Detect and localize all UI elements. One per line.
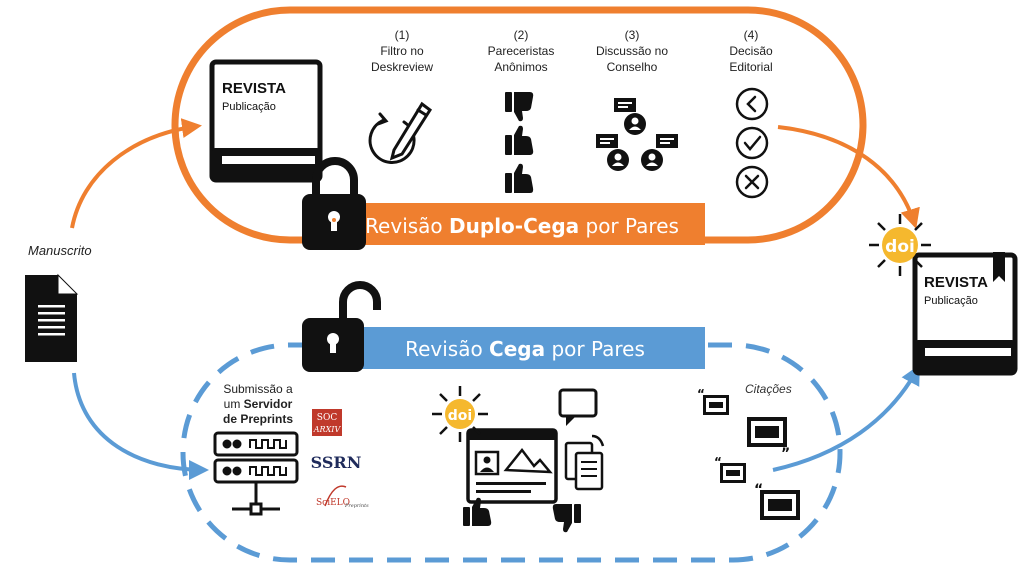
svg-text:doi: doi [885,237,915,257]
lock-open-icon [302,281,381,372]
step-1-line2: Deskreview [371,60,433,74]
thumbs-up-icon [463,497,492,526]
thumbs-down-icon [505,92,534,122]
chevron-left-icon [735,87,769,121]
double-blind-banner-text: Revisão Duplo-Cega por Pares [365,214,679,238]
step-1-line1: Filtro no [380,44,424,58]
citation-quote-icon: “ [714,455,746,483]
published-title: REVISTA [924,274,988,291]
svg-text:Preprints: Preprints [344,503,369,509]
journal-subtitle: Publicação [222,101,276,113]
doi-badge-small: doi [432,386,488,442]
published-subtitle: Publicação [924,295,978,307]
svg-text:ARXIV: ARXIV [313,425,342,434]
step-4-line1: Decisão [729,44,773,58]
citation-quote-icon: “ [697,387,729,415]
ssrn-logo: SSRN [311,453,362,472]
journal-title: REVISTA [222,80,286,97]
svg-text:“: “ [754,482,763,498]
journal-book-icon [209,59,323,183]
speech-bubble-icon [558,388,598,426]
scielo-preprints-logo: SciELO Preprints [316,485,369,509]
close-icon [735,165,769,199]
socarxiv-logo: SOC ARXIV [312,409,342,436]
arrow-manuscript-to-journal [70,118,202,229]
server-icon [213,431,299,516]
web-document-icon [466,428,558,504]
svg-text:”: ” [781,446,790,462]
submission-line3: de Preprints [223,412,293,426]
arrow-decision-to-publication [777,125,920,229]
svg-text:“: “ [697,387,705,401]
double-blind-banner [340,203,705,245]
thumbs-up-icon [505,163,534,193]
discussion-group-icon [596,98,678,171]
step-4-line2: Editorial [729,60,772,74]
pencil-edit-icon [368,101,433,164]
document-icon [25,273,79,362]
step-3-line2: Conselho [607,60,658,74]
step-2-number: (2) [514,28,529,42]
thumbs-up-icon [505,125,534,155]
svg-text:SOC: SOC [317,413,338,423]
submission-line2: um Servidor [224,397,293,411]
step-2-line2: Anônimos [494,60,547,74]
svg-text:doi: doi [448,408,472,424]
thumbs-down-icon [552,504,581,533]
step-3-number: (3) [625,28,640,42]
step-1-number: (1) [395,28,410,42]
single-blind-banner [345,327,705,369]
citations-label: Citações [745,382,792,396]
lock-closed-icon [302,157,366,250]
svg-text:SciELO: SciELO [316,498,350,508]
arrow-manuscript-to-preprint [72,372,209,480]
check-icon [735,126,769,160]
step-4-number: (4) [744,28,759,42]
published-journal-book-icon [912,252,1018,376]
citation-quote-icon: “ [754,482,800,520]
copy-documents-icon [564,434,605,491]
manuscript-label: Manuscrito [28,243,92,258]
single-blind-banner-text: Revisão Cega por Pares [405,337,645,361]
citation-quote-icon: ” [747,417,790,462]
single-blind-loop [180,342,843,563]
submission-line1: Submissão a [223,382,293,396]
arrow-citations-to-publication [772,364,920,472]
doi-badge-large: doi [869,214,931,276]
step-3-line1: Discussão no [596,44,668,58]
svg-text:“: “ [714,455,722,469]
step-2-line1: Pareceristas [488,44,555,58]
